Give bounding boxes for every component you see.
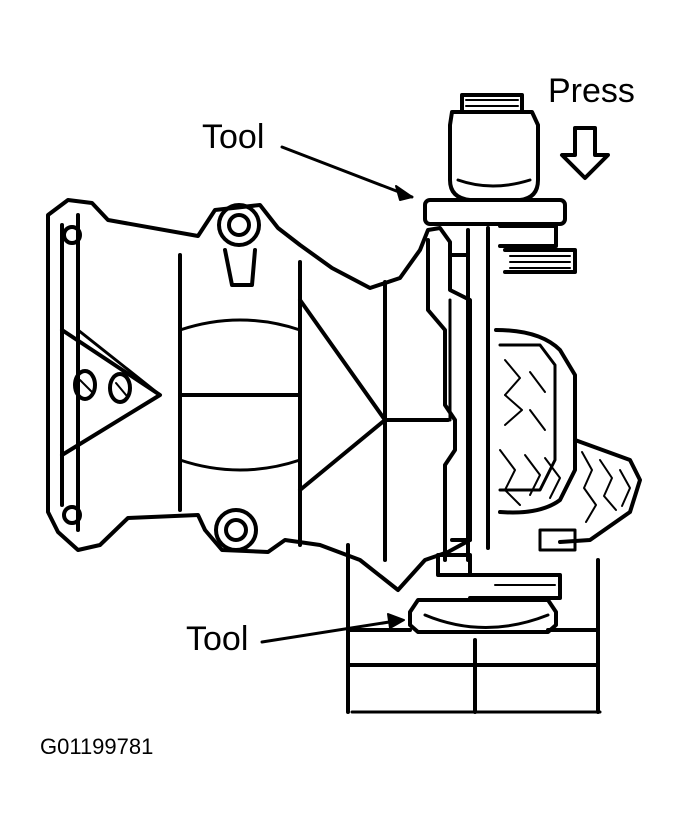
- figure-code: G01199781: [40, 734, 154, 759]
- tool-top-leader: [280, 145, 414, 199]
- bottom-tool: [408, 598, 558, 634]
- press-support-blocks: [346, 543, 602, 714]
- press-label: Press: [548, 72, 635, 110]
- tool-bottom-arrowhead: [387, 613, 405, 629]
- lower-bearing: [468, 573, 562, 600]
- tool-top-arrowhead: [395, 185, 413, 201]
- press-ram: [448, 93, 540, 202]
- tool-bottom-leader: [260, 618, 404, 644]
- upper-bearing: [498, 224, 577, 274]
- ring-gear: [494, 328, 642, 552]
- differential-housing: [46, 198, 490, 592]
- press-direction-arrow: [560, 126, 610, 180]
- tool-bottom-label: Tool: [186, 620, 249, 658]
- top-tool-plate: [423, 198, 567, 226]
- tool-top-label: Tool: [202, 118, 265, 156]
